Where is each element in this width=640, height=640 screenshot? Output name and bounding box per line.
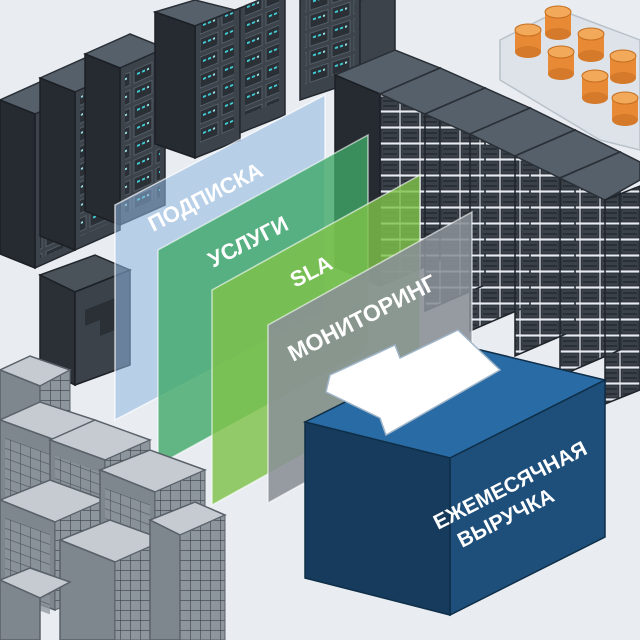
database-cylinder-icon [581,69,609,104]
storage-units-bottom-left [0,355,227,640]
database-cylinder-icon [547,45,575,80]
arrow-right-icon [325,329,502,437]
storage-unit-icon [0,567,72,640]
database-cylinder-icon [577,27,605,62]
revenue-block: ЕЖЕМЕСЯЧНАЯ ВЫРУЧКА [302,344,608,617]
database-cylinder-icon [609,49,637,84]
database-cylinder-icon [611,91,639,126]
server-rack-icon [83,33,167,227]
server-rack-icon [152,0,241,160]
server-rack-icon [239,0,286,135]
database-cylinder-icon [514,23,542,58]
server-rack-icon [558,151,640,406]
server-racks-top-left [0,33,167,270]
database-storage-shelf [499,5,640,151]
storage-unit-icon [148,501,227,640]
database-cylinder-icon [544,5,572,40]
